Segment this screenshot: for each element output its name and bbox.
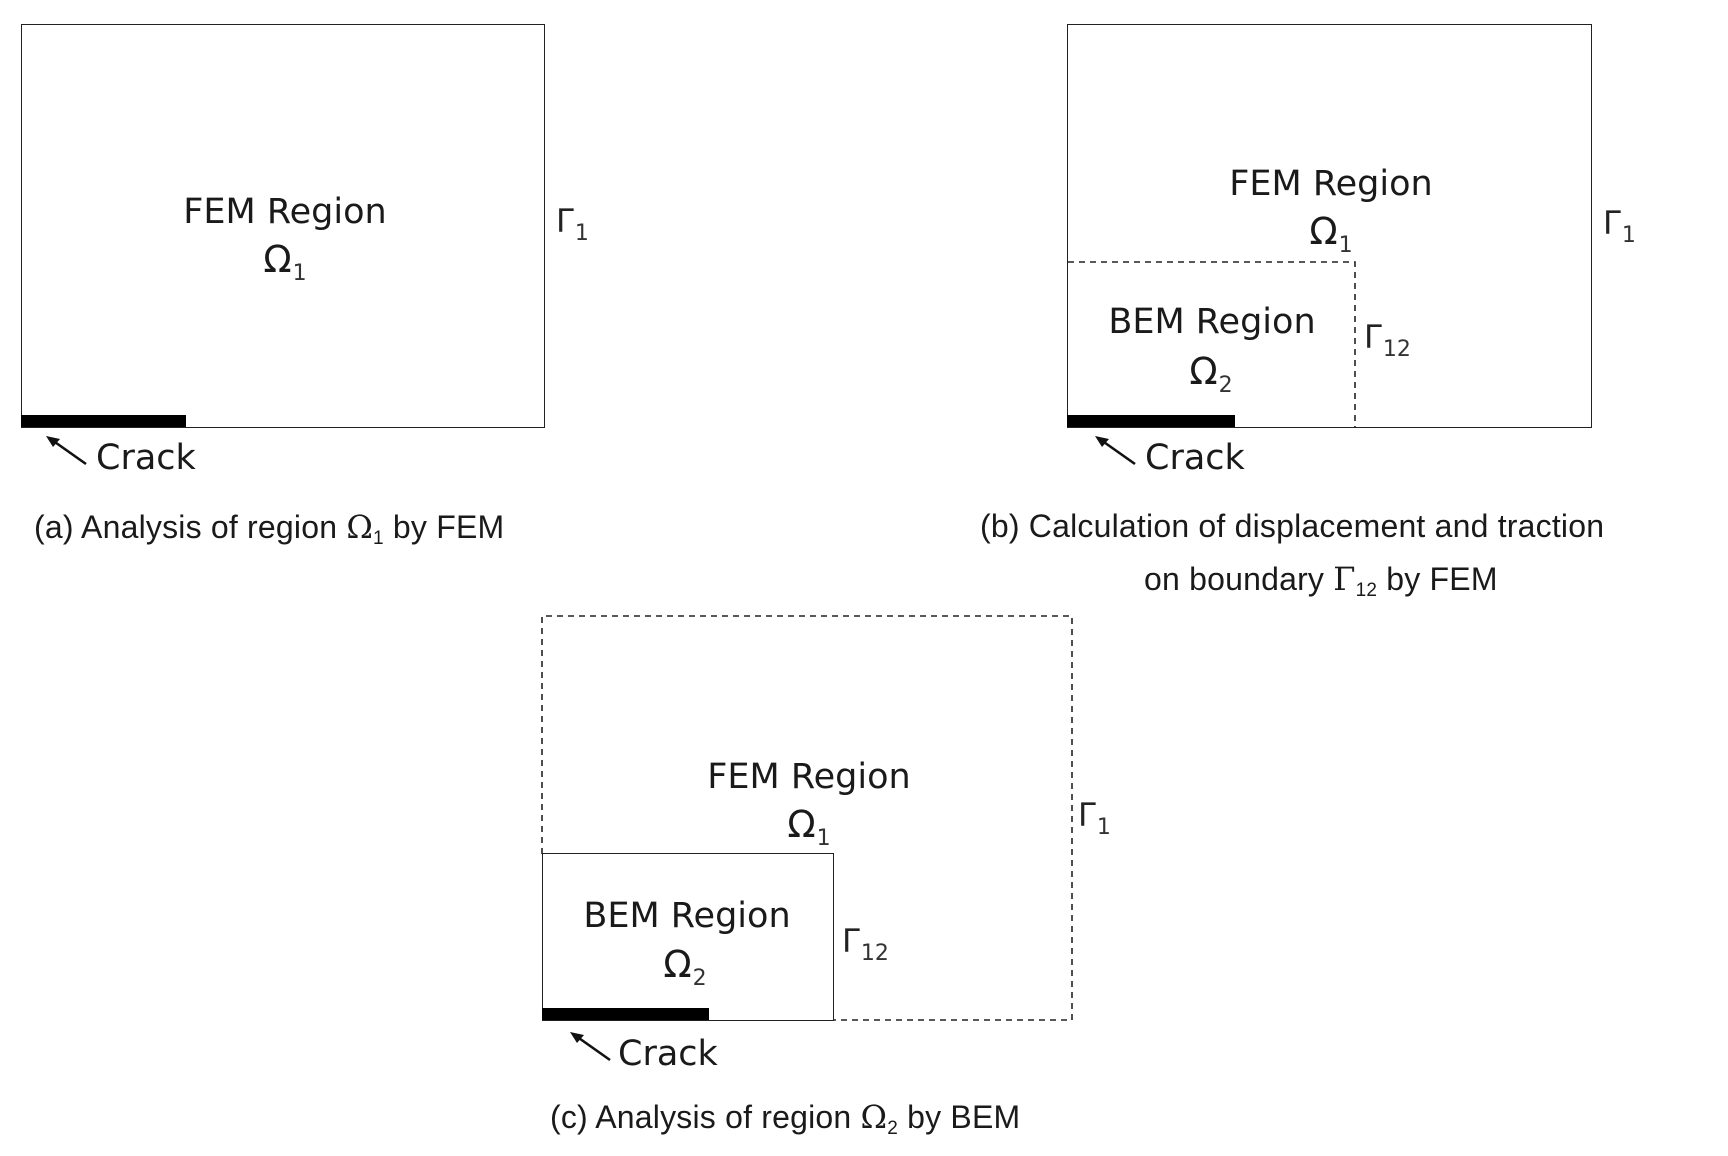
omega-2-label: Ω2 xyxy=(663,943,707,991)
bem-region-label: BEM Region xyxy=(583,896,791,936)
gamma-1-label: Γ1 xyxy=(1078,796,1111,840)
fem-region-label: FEM Region xyxy=(707,757,911,797)
gamma-12-dashed-boundary xyxy=(1068,261,1356,428)
gamma-12-label: Γ12 xyxy=(1364,318,1411,362)
crack-arrow-icon xyxy=(46,436,87,466)
omega-1-label: Ω1 xyxy=(787,803,831,851)
fem-region-dashed-boundary xyxy=(541,615,1073,1021)
fem-region-box xyxy=(21,24,545,428)
fem-region-label: FEM Region xyxy=(183,192,387,232)
crack-arrow-icon xyxy=(570,1032,611,1062)
gamma-1-label: Γ1 xyxy=(556,202,589,246)
caption-b-line-1: (b) Calculation of displacement and trac… xyxy=(980,508,1605,544)
omega-2-label: Ω2 xyxy=(1189,350,1233,398)
crack-bar xyxy=(21,415,186,427)
caption-b-line-2: on boundary Γ12 by FEM xyxy=(1144,560,1498,601)
outer-boundary-box xyxy=(1067,24,1592,428)
fem-region-label: FEM Region xyxy=(1229,164,1433,204)
crack-bar xyxy=(542,1008,709,1020)
bem-region-label: BEM Region xyxy=(1108,302,1316,342)
omega-1-label: Ω1 xyxy=(1309,210,1353,258)
caption-c: (c) Analysis of region Ω2 by BEM xyxy=(550,1098,1021,1139)
omega-1-label: Ω1 xyxy=(263,238,307,286)
crack-label: Crack xyxy=(1145,438,1245,478)
crack-label: Crack xyxy=(96,438,196,478)
crack-bar xyxy=(1067,415,1235,427)
crack-arrow-icon xyxy=(1095,436,1136,466)
crack-label: Crack xyxy=(618,1034,718,1074)
gamma-1-label: Γ1 xyxy=(1603,204,1636,248)
bem-region-box xyxy=(542,853,834,1021)
gamma-12-label: Γ12 xyxy=(842,922,889,966)
caption-a: (a) Analysis of region Ω1 by FEM xyxy=(34,508,505,549)
